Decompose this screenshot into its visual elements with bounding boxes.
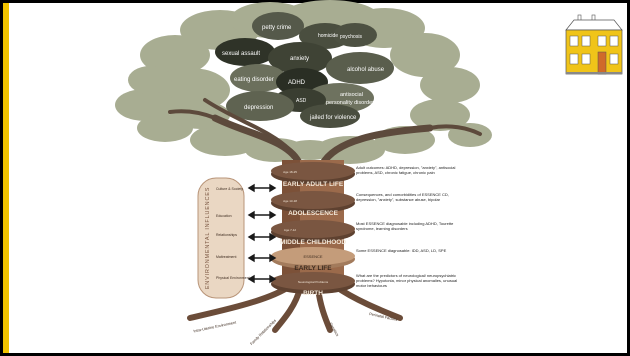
label-petty-crime: petty crime <box>262 25 292 31</box>
root-label-genetics: Genetics <box>328 322 339 337</box>
accent-bar <box>3 3 9 353</box>
stage-tag-early-adult: Age 18-25 <box>283 170 297 174</box>
tree-canopy <box>115 0 492 164</box>
disorder-cluster <box>215 12 394 128</box>
stage-label-birth: BIRTH <box>303 290 323 297</box>
arrow-4 <box>247 253 277 263</box>
root-label-perinatal: Perinatal Factors <box>369 312 398 322</box>
description-early-life: Some ESSENCE diagnosable: IDD, ASD, LD, … <box>356 248 447 253</box>
influence-relationships: Relationships <box>216 233 237 237</box>
stage-label-adolescence: ADOLESCENCE <box>288 210 339 217</box>
label-depression: depression <box>244 105 273 111</box>
stage-label-early-adult: EARLY ADULT LIFE <box>283 181 344 188</box>
house-door <box>597 51 607 75</box>
branches <box>168 98 482 169</box>
stage-label-early-life: EARLY LIFE <box>294 265 332 272</box>
arrow-5 <box>247 274 277 284</box>
description-middle-childhood: Most ESSENCE diagnosable including ADHD,… <box>356 221 454 231</box>
influence-maltreatment: Maltreatment <box>216 255 236 259</box>
label-antisocial-2: personality disorder <box>326 100 374 106</box>
stage-descriptions: Adult outcomes: ADHD, depression, "anxie… <box>356 166 458 288</box>
stage-tag-adolescence: Age 13-18 <box>283 199 297 203</box>
influence-arrows <box>247 183 277 284</box>
label-asd: ASD <box>296 98 307 104</box>
arrow-2 <box>247 210 277 220</box>
label-alcohol-abuse: alcohol abuse <box>347 67 385 73</box>
description-adolescence: Consequences, and comorbidities of ESSEN… <box>356 192 449 202</box>
stage-label-middle-childhood: MIDDLE CHILDHOOD <box>280 239 346 246</box>
arrow-3 <box>247 232 277 242</box>
label-antisocial-1: antisocial <box>340 92 363 98</box>
development-stages <box>271 162 355 294</box>
house-illustration <box>565 14 623 75</box>
influence-education: Education <box>216 214 232 218</box>
description-early-adult: Adult outcomes: ADHD, depression, "anxie… <box>356 166 456 175</box>
arrow-1 <box>247 183 277 193</box>
influences-title: ENVIRONMENTAL INFLUENCES <box>205 187 211 289</box>
influence-physical: Physical Environment <box>216 276 250 280</box>
canopy-labels: petty crime homicide psychosis sexual as… <box>222 25 385 121</box>
label-homicide: homicide <box>318 33 338 39</box>
label-adhd: ADHD <box>288 80 306 86</box>
influence-culture: Culture & Society <box>216 187 243 191</box>
stage-tag-early-life: ESSENCE <box>303 254 322 259</box>
environmental-influences: ENVIRONMENTAL INFLUENCES Culture & Socie… <box>197 177 250 299</box>
label-jailed: jailed for violence <box>309 115 357 121</box>
description-birth: What are the predictors of neurological/… <box>356 273 458 288</box>
label-psychosis: psychosis <box>340 34 362 40</box>
label-anxiety: anxiety <box>290 56 309 62</box>
stage-tag-middle-childhood: Age 7-12 <box>284 228 297 232</box>
label-sexual-assault: sexual assault <box>222 51 260 57</box>
label-eating-disorder: eating disorder <box>234 77 274 83</box>
stage-tag-birth: Neurological Problems <box>298 280 329 284</box>
